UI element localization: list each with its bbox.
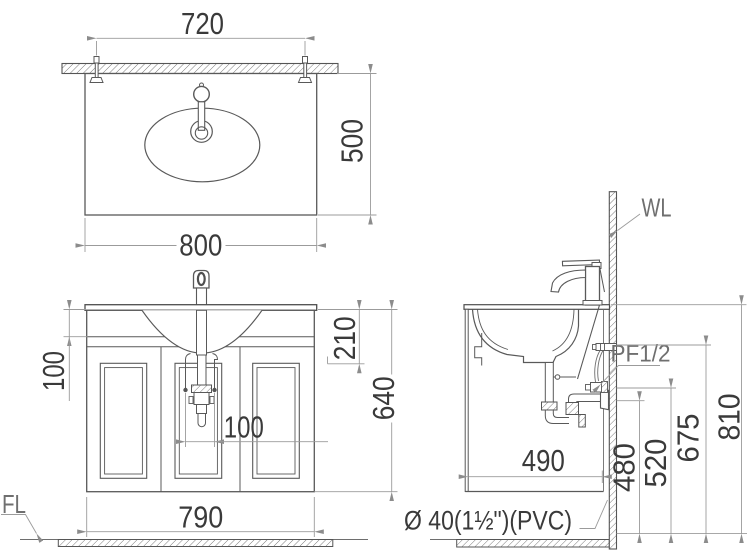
dim-500-label: 500 xyxy=(335,119,370,163)
faucet-lever-slot xyxy=(196,271,206,287)
drain-note: Ø 40(1½")(PVC) xyxy=(404,506,572,536)
trap-nut-3 xyxy=(578,414,586,428)
countertop-front xyxy=(84,304,318,311)
dim-210-label: 210 xyxy=(327,316,362,360)
dim-100-left: 100 xyxy=(36,300,88,401)
faucet-front xyxy=(192,269,210,306)
cabinet-back-notch xyxy=(474,333,483,366)
drain-note-group: Ø 40(1½")(PVC) xyxy=(404,499,608,536)
trap-nut-hatch xyxy=(191,384,212,393)
dim-640: 640 xyxy=(314,300,401,502)
popup-rod xyxy=(576,304,601,380)
top-view: 720 800 500 xyxy=(61,6,377,263)
mounting-bolt-left xyxy=(89,56,104,83)
dim-210: 210 xyxy=(318,300,398,374)
trap-nut-1 xyxy=(541,401,558,411)
dim-800: 800 xyxy=(75,218,327,263)
dim-790-label: 790 xyxy=(178,500,223,535)
wall-section-hatch xyxy=(61,62,339,75)
dim-100-drain-label: 100 xyxy=(224,410,264,445)
floor-label-group: FL xyxy=(1,489,44,543)
dim-810: 810 xyxy=(611,295,747,544)
faucet-side xyxy=(550,259,605,306)
wall-label-group: WL xyxy=(608,193,672,238)
hanger-rods xyxy=(183,353,219,393)
floor-hatch-front xyxy=(57,539,334,547)
dim-720-label: 720 xyxy=(181,6,224,41)
wall-flange xyxy=(599,389,610,411)
dim-810-label: 810 xyxy=(711,394,746,441)
front-view: 100 100 210 640 790 FL xyxy=(1,269,401,547)
floor-label: FL xyxy=(2,489,26,519)
trap-nut-2 xyxy=(565,402,579,415)
dim-520-label: 520 xyxy=(638,439,673,488)
dim-720: 720 xyxy=(87,6,315,56)
faucet-spout xyxy=(550,269,587,293)
dim-480-label: 480 xyxy=(606,443,641,492)
dim-500: 500 xyxy=(318,64,377,225)
countertop-side xyxy=(463,304,611,310)
faucet-shank xyxy=(196,309,207,356)
dim-480: 480 xyxy=(606,391,645,544)
faucet-plan xyxy=(190,82,213,143)
door-panels xyxy=(99,362,300,479)
wall-hatch-side xyxy=(608,191,618,550)
dim-100-left-label: 100 xyxy=(36,351,71,391)
dim-800-label: 800 xyxy=(179,228,222,263)
wall-label: WL xyxy=(642,193,672,223)
cabinet-side-edge xyxy=(464,308,469,492)
dim-520: 520 xyxy=(616,378,676,544)
dim-790: 790 xyxy=(77,497,324,537)
side-view: WL xyxy=(404,191,747,550)
dim-490-label: 490 xyxy=(522,443,565,478)
mounting-bolt-right xyxy=(297,56,313,83)
trap-side xyxy=(541,362,610,428)
dim-490: 490 xyxy=(458,443,612,483)
drain-trap-front xyxy=(188,354,215,428)
dim-640-label: 640 xyxy=(366,376,401,420)
dim-675-label: 675 xyxy=(671,414,706,463)
dim-675: 675 xyxy=(616,335,711,544)
door-dividers xyxy=(160,346,241,492)
dim-100-drain: 100 xyxy=(176,393,328,447)
floor-hatch-side xyxy=(456,539,610,548)
basin-section xyxy=(471,309,580,364)
